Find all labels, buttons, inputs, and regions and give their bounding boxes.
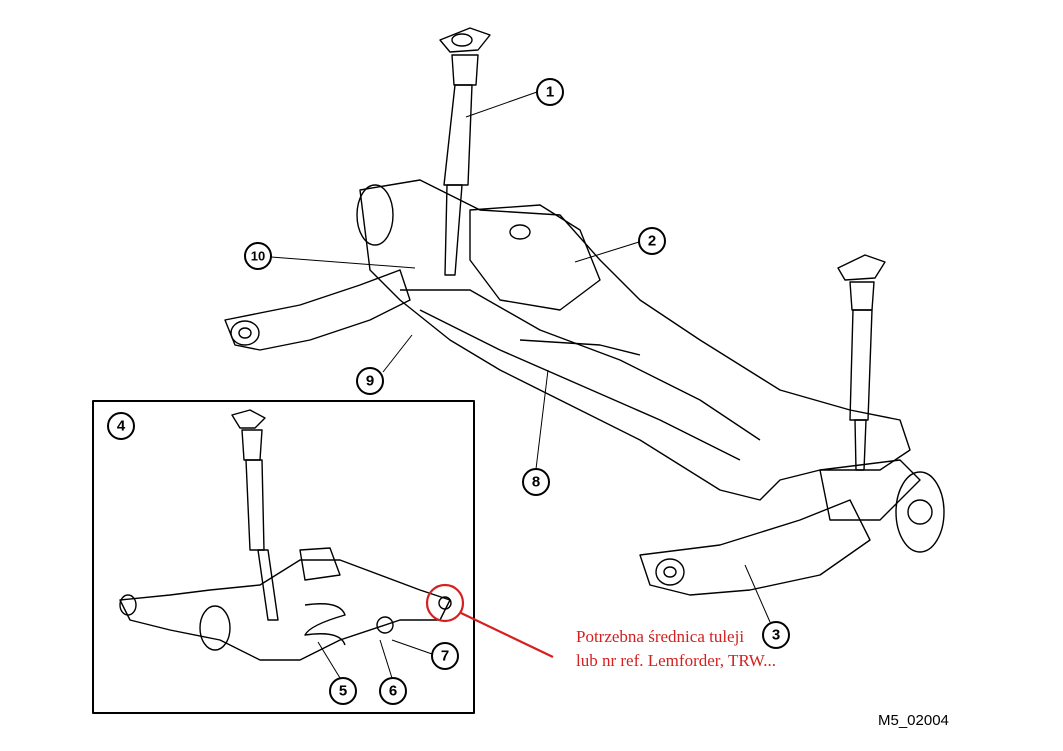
detail-inset-frame [92, 400, 475, 714]
callout-8: 8 [522, 468, 550, 496]
svg-text:9: 9 [366, 373, 374, 390]
annotation-line-1: Potrzebna średnica tuleji [576, 627, 745, 646]
svg-text:5: 5 [339, 683, 347, 700]
right-lower-arm [639, 459, 945, 596]
callout-4: 4 [107, 412, 135, 440]
svg-text:8: 8 [532, 474, 540, 491]
annotation-line-2: lub nr ref. Lemforder, TRW... [576, 651, 776, 670]
callout-9: 9 [356, 367, 384, 395]
svg-text:7: 7 [441, 648, 449, 665]
callout-3: 3 [762, 621, 790, 649]
callout-10: 10 [244, 242, 272, 270]
svg-text:1: 1 [546, 84, 554, 101]
figure-code: M5_02004 [878, 712, 949, 729]
highlight-pointer-line [460, 612, 554, 658]
subframe [359, 179, 911, 501]
svg-text:2: 2 [648, 233, 656, 250]
inset-suspension-detail [119, 409, 452, 661]
svg-text:6: 6 [389, 683, 397, 700]
callout-1: 1 [536, 78, 564, 106]
highlight-circle [425, 583, 465, 623]
svg-text:3: 3 [772, 627, 780, 644]
leader-lines [270, 91, 771, 679]
callout-5: 5 [329, 677, 357, 705]
svg-text:10: 10 [251, 249, 265, 264]
left-shock-absorber [439, 27, 491, 276]
bushing-highlight [425, 583, 554, 658]
svg-text:4: 4 [117, 418, 126, 435]
left-lower-arm [224, 184, 411, 351]
callout-7: 7 [431, 642, 459, 670]
callout-2: 2 [638, 227, 666, 255]
callout-6: 6 [379, 677, 407, 705]
right-shock-absorber [837, 254, 886, 471]
